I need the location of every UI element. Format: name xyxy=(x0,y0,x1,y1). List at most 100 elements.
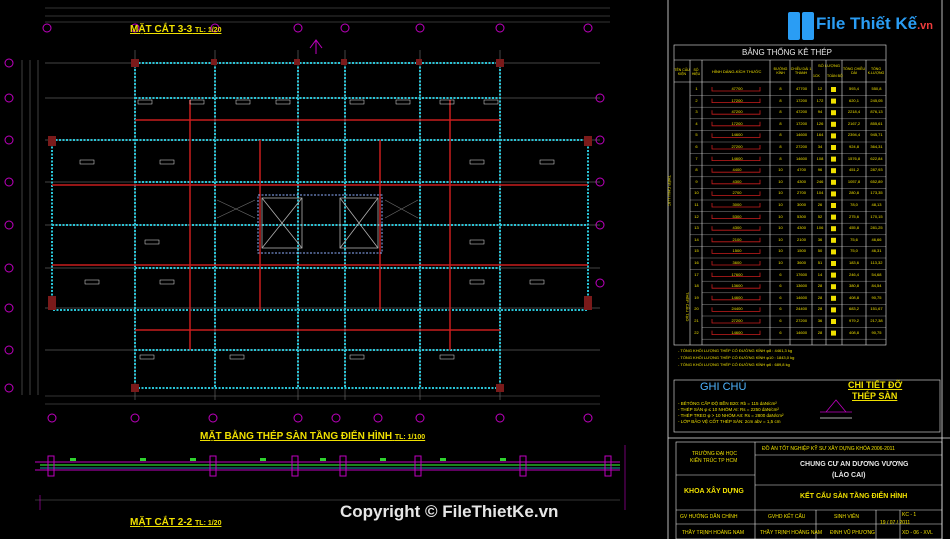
table-cell: 4300 xyxy=(732,178,742,184)
quantity-marker xyxy=(831,133,836,139)
table-cell: 20 xyxy=(694,306,699,312)
table-cell: 217,38 xyxy=(870,318,883,323)
label-sinh-vien: SINH VIÊN xyxy=(834,514,860,520)
drawing-name: KẾT CẤU SÀN TẦNG ĐIỂN HÌNH xyxy=(800,493,908,500)
table-cell: 164 xyxy=(816,132,824,138)
rebar-shape xyxy=(711,237,761,243)
table-cell: 22 xyxy=(694,329,699,335)
table-cell: 84,54 xyxy=(871,283,882,289)
table-cell: 14600 xyxy=(795,155,808,161)
quantity-marker xyxy=(831,307,836,313)
quantity-marker xyxy=(831,179,836,185)
table-cell: 52 xyxy=(817,213,823,219)
table-cell: 17200 xyxy=(731,120,743,126)
top-dimensions xyxy=(45,7,610,23)
table-cell: 47200 xyxy=(795,109,808,115)
detail-title-2: THÉP SÀN xyxy=(852,391,898,401)
table-cell: 8 xyxy=(779,132,782,138)
quantity-marker xyxy=(831,319,836,324)
table-cell: 50 xyxy=(817,248,823,254)
table-cell: 151,67 xyxy=(870,306,883,312)
table-cell: 28 xyxy=(817,294,823,300)
table-cell: 10 xyxy=(778,260,783,265)
table-cell: 3000 xyxy=(797,202,806,207)
quantity-marker xyxy=(831,121,836,127)
table-cell: 34 xyxy=(817,144,823,149)
steel-table-shapes xyxy=(711,87,836,336)
rebar-shape xyxy=(711,145,761,150)
table-cell: 280,8 xyxy=(848,190,859,196)
table-cell: 104 xyxy=(816,190,824,196)
table-cell: 10 xyxy=(778,248,783,254)
quantity-marker xyxy=(831,168,836,174)
table-cell: 10 xyxy=(778,225,783,231)
table-cell: 126 xyxy=(816,120,824,126)
axis-markers-bottom xyxy=(47,413,593,423)
table-cell: 408,8 xyxy=(848,329,859,335)
table-cell: 27200 xyxy=(795,144,808,149)
table-cell: 10 xyxy=(694,190,699,196)
table-cell: 622,84 xyxy=(870,155,883,161)
header-duong-kinh: ĐƯỜNG KÍNH xyxy=(773,67,788,75)
table-cell: 364,31 xyxy=(870,144,883,149)
copyright-watermark: Copyright © FileThietKe.vn xyxy=(340,502,559,521)
table-cell: 3000 xyxy=(732,202,742,207)
axis-markers-left xyxy=(4,58,14,393)
header-1ck: 1CK xyxy=(813,74,820,78)
table-cell: 3600 xyxy=(732,260,742,265)
quantity-marker xyxy=(831,214,836,220)
table-cell: 620,1 xyxy=(848,97,859,103)
quantity-marker xyxy=(831,87,836,92)
table-cell: 4300 xyxy=(797,225,806,231)
table-cell: 8 xyxy=(779,109,782,115)
quantity-marker xyxy=(831,191,836,197)
core-opening xyxy=(261,197,379,249)
table-cell: 24400 xyxy=(731,306,743,312)
table-cell: 75,6 xyxy=(850,236,858,242)
table-cell: 979,2 xyxy=(848,318,859,323)
table-cell: 10 xyxy=(778,202,783,207)
section-2-2-drawing xyxy=(35,445,626,510)
table-cell: 8 xyxy=(779,120,782,126)
table-cell: 17600 xyxy=(795,271,808,277)
table-cell: 13600 xyxy=(795,283,808,289)
quantity-marker xyxy=(831,226,836,232)
table-cell: 281,25 xyxy=(870,225,883,231)
table-cell: 876,13 xyxy=(870,109,883,115)
table-cell: 7 xyxy=(695,155,698,161)
table-cell: 28 xyxy=(817,306,823,312)
table-cell: 1576,8 xyxy=(847,155,861,161)
table-cell: 2100 xyxy=(797,236,806,242)
sheet-date: 19 / 07 / 2011 xyxy=(880,520,911,526)
beams xyxy=(52,100,588,350)
table-cell: 12 xyxy=(694,213,699,219)
rebar-shape xyxy=(711,307,761,312)
header-so-luong: SỐ LƯỢNG xyxy=(818,63,840,68)
table-cell: 19 xyxy=(694,294,699,300)
table-cell: 170,15 xyxy=(870,213,883,219)
table-cell: 1 xyxy=(695,86,698,91)
table-cell: 14600 xyxy=(795,132,808,138)
table-cell: 550,8 xyxy=(871,86,882,91)
table-cell: 8 xyxy=(779,97,782,103)
table-cell: 28 xyxy=(817,283,823,289)
rebar-shape xyxy=(711,133,761,138)
rebar-shape xyxy=(711,121,761,127)
header-hinh-dang: HÌNH DÁNG-KÍCH THƯỚC xyxy=(712,69,762,74)
table-cell: 13600 xyxy=(731,283,743,289)
table-cell: 10 xyxy=(778,190,783,196)
table-cell: 47700 xyxy=(731,86,743,91)
drawing-code: XD - 06 - XVL xyxy=(902,530,933,536)
table-cell: 46,31 xyxy=(871,248,882,254)
notes-title: GHI CHÚ xyxy=(700,381,747,393)
header-so-hieu: SỐ HIỆU xyxy=(691,68,701,76)
table-cell: 113,32 xyxy=(870,260,883,265)
table-cell: 14 xyxy=(817,271,823,277)
table-cell: 4 xyxy=(695,120,698,126)
table-cell: 2700 xyxy=(732,190,742,196)
rebar-shape xyxy=(711,319,761,324)
name-gvhd-ket-cau: THẦY TRỊNH HOÀNG NAM xyxy=(760,530,823,536)
rebar-shape xyxy=(711,330,761,335)
table-cell: 5300 xyxy=(797,213,806,219)
rebar-shape xyxy=(711,179,761,185)
